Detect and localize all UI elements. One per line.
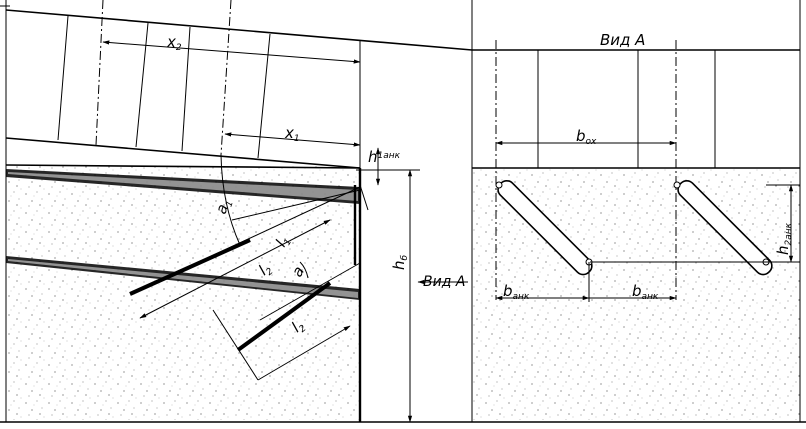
dims-left	[102, 40, 468, 423]
view-title: Вид А	[600, 31, 645, 49]
view-arrow-label: Вид А	[423, 274, 465, 290]
view-a-section	[472, 40, 800, 302]
dim-h1anch: h1анк	[368, 148, 401, 166]
dim-x2: x2	[166, 33, 182, 53]
dim-x1: x1	[284, 124, 300, 144]
dim-box: bох	[576, 127, 597, 147]
dim-banch-1: bанк	[503, 282, 530, 302]
angle-a1: a1	[212, 196, 236, 217]
dim-h2anch: h2анк	[774, 222, 794, 255]
dim-banch-2: bанк	[632, 282, 659, 302]
dim-hb: hб	[390, 254, 410, 270]
